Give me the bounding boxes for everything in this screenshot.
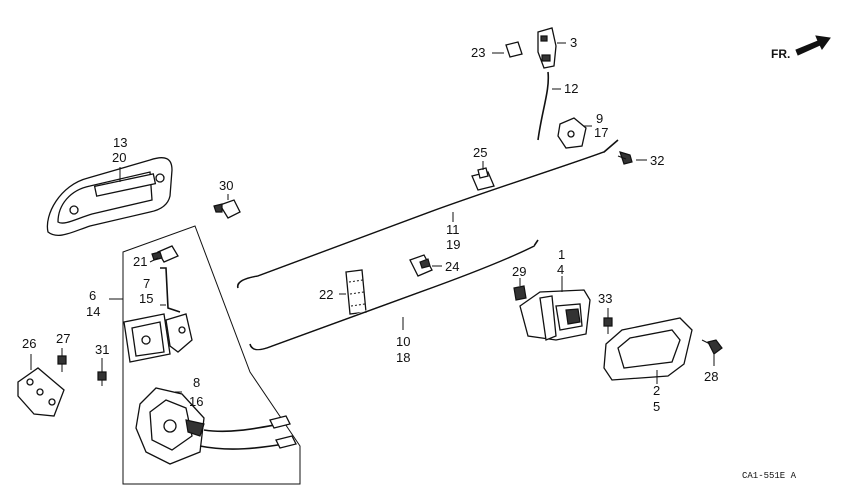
callout-33: 33	[598, 291, 612, 306]
callout-24: 24	[445, 259, 459, 274]
front-direction-indicator: FR.	[771, 35, 831, 61]
callout-26: 26	[22, 336, 36, 351]
callout-11: 11	[446, 222, 460, 237]
part-seal-plate	[17, 367, 65, 417]
callout-7: 7	[143, 276, 150, 291]
part-outer-handle-rod	[236, 139, 619, 289]
part-lock-knob	[537, 27, 557, 69]
part-inside-handle	[519, 289, 591, 341]
part-handle-bezel	[603, 317, 693, 381]
part-outer-door-handle	[46, 157, 173, 236]
part-clip-right	[513, 285, 527, 301]
callout-17: 17	[594, 125, 608, 140]
part-screw-upper	[617, 151, 633, 165]
callout-31: 31	[95, 342, 109, 357]
front-arrow-icon	[795, 35, 831, 56]
front-direction-label: FR.	[771, 47, 790, 61]
lock-assembly-outline	[122, 225, 301, 485]
callout-30: 30	[219, 178, 233, 193]
callout-32: 32	[650, 153, 664, 168]
part-knob-cap	[505, 41, 523, 58]
part-screw-mid	[97, 371, 107, 386]
callout-18: 18	[396, 350, 410, 365]
callout-27: 27	[56, 331, 70, 346]
part-knob-rod	[537, 71, 550, 141]
part-rod-clip-lower	[409, 254, 433, 277]
callout-5: 5	[653, 399, 660, 414]
callout-12: 12	[564, 81, 578, 96]
callout-28: 28	[704, 369, 718, 384]
callout-29: 29	[512, 264, 526, 279]
diagram-code: CA1-551E A	[742, 471, 797, 481]
callout-19: 19	[446, 237, 460, 252]
part-screw-right	[603, 317, 613, 334]
callout-1: 1	[558, 247, 565, 262]
callout-9: 9	[596, 111, 603, 126]
part-screw-far-right	[701, 339, 723, 355]
callout-4: 4	[557, 262, 564, 277]
callout-14: 14	[86, 304, 100, 319]
callout-21: 21	[133, 254, 147, 269]
callout-16: 16	[189, 394, 203, 409]
part-lock-actuator	[135, 387, 297, 465]
part-lock-rod	[160, 267, 181, 313]
part-rod-clip-upper	[471, 167, 495, 191]
callout-6: 6	[89, 288, 96, 303]
callout-8: 8	[193, 375, 200, 390]
callout-20: 20	[112, 150, 126, 165]
part-rod-connector	[557, 117, 587, 149]
part-clip-lower	[151, 245, 179, 263]
callout-2: 2	[653, 383, 660, 398]
callout-22: 22	[319, 287, 333, 302]
callout-23: 23	[471, 45, 485, 60]
part-inner-handle-rod	[249, 239, 539, 351]
callout-3: 3	[570, 35, 577, 50]
part-pad	[345, 269, 367, 315]
callout-13: 13	[113, 135, 127, 150]
callout-15: 15	[139, 291, 153, 306]
part-clip-upper	[213, 199, 241, 219]
part-latch-body	[123, 313, 193, 363]
callout-labels: 3 23 12 9 17 32 13 20 30 25 11 19 24 21 …	[22, 35, 718, 414]
part-screw-left	[57, 355, 67, 372]
callout-10: 10	[396, 334, 410, 349]
callout-25: 25	[473, 145, 487, 160]
